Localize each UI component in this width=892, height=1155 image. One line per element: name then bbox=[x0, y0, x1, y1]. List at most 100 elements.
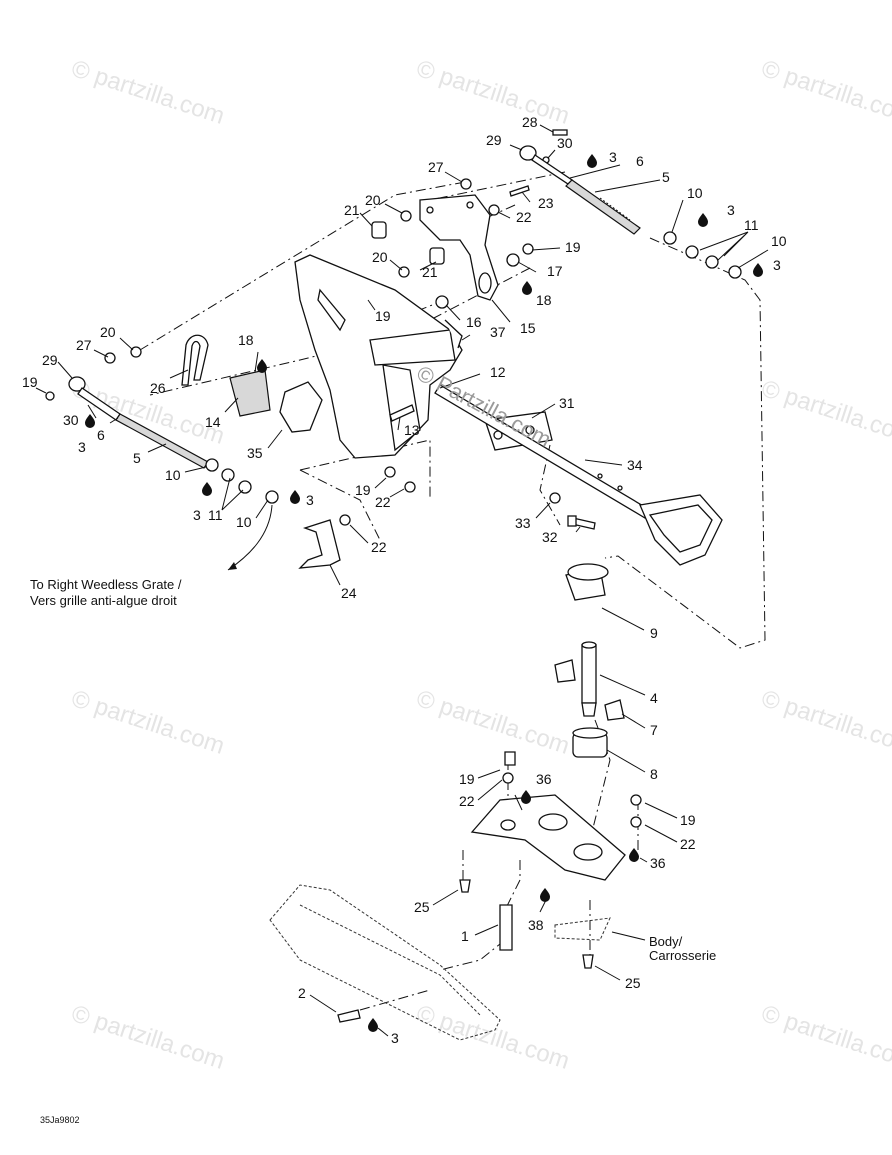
callout-23: 23 bbox=[538, 195, 554, 211]
callout-3: 3 bbox=[193, 507, 201, 523]
callout-29: 29 bbox=[486, 132, 502, 148]
watermark: © partzilla.com bbox=[68, 1000, 228, 1075]
watermark: © partzilla.com bbox=[758, 685, 892, 760]
callout-22: 22 bbox=[680, 836, 696, 852]
oil-drop-icon bbox=[698, 213, 708, 227]
screw-23 bbox=[509, 185, 530, 197]
ghost-lever bbox=[269, 884, 501, 1041]
washer-27 bbox=[460, 178, 472, 190]
watermark: © partzilla.com bbox=[413, 1000, 573, 1075]
callout-labels: 28 29 30 3 6 27 5 23 20 21 22 10 3 11 10… bbox=[22, 114, 787, 1046]
watermark: © partzilla.com bbox=[68, 685, 228, 760]
oil-drop-icon bbox=[368, 1018, 378, 1032]
callout-3: 3 bbox=[391, 1030, 399, 1046]
nut-10 bbox=[663, 231, 677, 245]
mount-14 bbox=[229, 369, 271, 417]
oil-drop-icon bbox=[202, 482, 212, 496]
callout-19: 19 bbox=[375, 308, 391, 324]
callout-3: 3 bbox=[727, 202, 735, 218]
bracket-24 bbox=[298, 519, 341, 569]
callout-27: 27 bbox=[428, 159, 444, 175]
callout-18: 18 bbox=[536, 292, 552, 308]
callout-21: 21 bbox=[422, 264, 438, 280]
callout-5: 5 bbox=[133, 450, 141, 466]
leader-lines bbox=[35, 124, 769, 1037]
base-38 bbox=[470, 794, 626, 881]
spacer-21 bbox=[371, 221, 387, 239]
oil-drop-icon bbox=[521, 790, 531, 804]
callout-38: 38 bbox=[528, 917, 544, 933]
lower-assembly bbox=[337, 563, 642, 1023]
callout-25: 25 bbox=[414, 899, 430, 915]
callout-20: 20 bbox=[365, 192, 381, 208]
callout-36: 36 bbox=[536, 771, 552, 787]
bracket-15 bbox=[419, 194, 499, 301]
callout-29: 29 bbox=[42, 352, 58, 368]
callout-3: 3 bbox=[306, 492, 314, 508]
nut-10 bbox=[205, 458, 219, 472]
watermark: © partzilla.com bbox=[758, 1000, 892, 1075]
oil-drop-icons bbox=[85, 154, 763, 1032]
callout-8: 8 bbox=[650, 766, 658, 782]
callout-26: 26 bbox=[150, 380, 166, 396]
callout-2: 2 bbox=[298, 985, 306, 1001]
right-grate-note-line2: Vers grille anti-algue droit bbox=[30, 593, 177, 608]
callout-9: 9 bbox=[650, 625, 658, 641]
diagram-notes: To Right Weedless Grate / Vers grille an… bbox=[30, 577, 716, 1125]
callout-28: 28 bbox=[522, 114, 538, 130]
callout-13: 13 bbox=[404, 422, 420, 438]
center-watermark: © Partzilla.com bbox=[413, 360, 556, 452]
link-1 bbox=[499, 904, 513, 951]
bushing-7 bbox=[554, 659, 576, 683]
callout-6: 6 bbox=[97, 427, 105, 443]
callout-25: 25 bbox=[625, 975, 641, 991]
callout-34: 34 bbox=[627, 457, 643, 473]
callout-30: 30 bbox=[557, 135, 573, 151]
callout-4: 4 bbox=[650, 690, 658, 706]
callout-10: 10 bbox=[165, 467, 181, 483]
callout-31: 31 bbox=[559, 395, 575, 411]
oil-drop-icon bbox=[540, 888, 550, 902]
callout-22: 22 bbox=[375, 494, 391, 510]
watermark: © partzilla.com bbox=[758, 55, 892, 130]
callout-21: 21 bbox=[344, 202, 360, 218]
callout-35: 35 bbox=[247, 445, 263, 461]
callout-37: 37 bbox=[490, 324, 506, 340]
watermark: © partzilla.com bbox=[68, 55, 228, 130]
bushing-7 bbox=[604, 699, 625, 721]
callout-20: 20 bbox=[372, 249, 388, 265]
callout-32: 32 bbox=[542, 529, 558, 545]
ball-joint-29 bbox=[68, 376, 86, 392]
ball-joint-29 bbox=[519, 145, 537, 161]
spacer-21 bbox=[429, 247, 445, 265]
oil-drop-icon bbox=[522, 281, 532, 295]
callout-19: 19 bbox=[565, 239, 581, 255]
callout-6: 6 bbox=[636, 153, 644, 169]
callout-36: 36 bbox=[650, 855, 666, 871]
image-code: 35Ja9802 bbox=[40, 1115, 80, 1125]
oil-drop-icon bbox=[587, 154, 597, 168]
screw-25 bbox=[459, 879, 471, 893]
callout-11: 11 bbox=[744, 217, 759, 233]
callout-10: 10 bbox=[236, 514, 252, 530]
oil-drop-icon bbox=[85, 414, 95, 428]
callout-19: 19 bbox=[459, 771, 475, 787]
right-grate-note-line1: To Right Weedless Grate / bbox=[30, 577, 182, 592]
top-cable-assembly bbox=[460, 129, 742, 279]
callout-19: 19 bbox=[22, 374, 38, 390]
callout-22: 22 bbox=[459, 793, 475, 809]
body-note-line2: Carrosserie bbox=[649, 948, 716, 963]
watermark: © partzilla.com bbox=[413, 55, 573, 130]
cable-5 bbox=[565, 179, 641, 235]
callout-10: 10 bbox=[687, 185, 703, 201]
callout-22: 22 bbox=[371, 539, 387, 555]
ghost-body bbox=[554, 917, 611, 941]
screw-28 bbox=[552, 129, 568, 136]
oil-drop-icon bbox=[629, 848, 639, 862]
callout-7: 7 bbox=[650, 722, 658, 738]
shaft-4 bbox=[581, 644, 597, 704]
oil-drop-icon bbox=[290, 490, 300, 504]
callout-3: 3 bbox=[773, 257, 781, 273]
callout-12: 12 bbox=[490, 364, 506, 380]
callout-14: 14 bbox=[205, 414, 221, 430]
